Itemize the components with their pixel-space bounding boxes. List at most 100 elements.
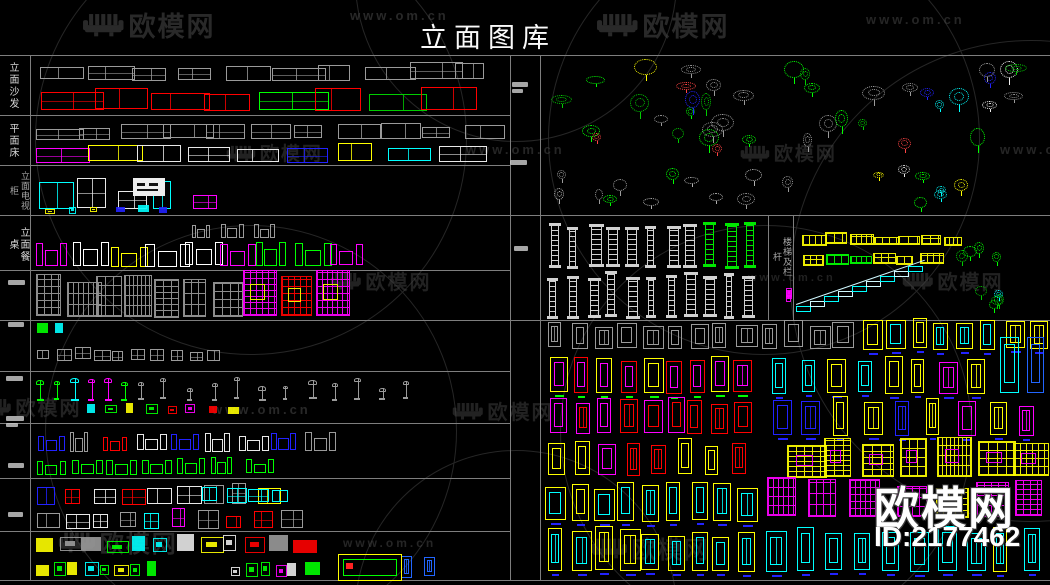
cad-block-tables — [137, 432, 167, 450]
cad-block-lamps — [87, 404, 95, 413]
cad-block-bed — [237, 149, 279, 162]
watermark-logo-text: 欧模网 — [631, 537, 710, 564]
cad-block-doors — [911, 359, 924, 398]
cad-block-misc2 — [147, 561, 156, 576]
cad-block-doors — [617, 482, 634, 526]
cad-block-tables — [103, 435, 127, 451]
cad-block-columns — [646, 277, 656, 318]
cad-block-misc2 — [261, 562, 270, 576]
grid-line — [30, 55, 31, 580]
grid-line — [0, 478, 510, 479]
cad-block-bed — [287, 148, 328, 163]
section-label-bed: 平面床 — [7, 123, 18, 159]
cad-block-electronics — [232, 483, 246, 504]
cad-block-doors — [849, 479, 880, 517]
cad-block-plants — [551, 95, 572, 108]
cad-block-misc1 — [75, 347, 91, 359]
cad-block-sofa — [272, 68, 326, 81]
sofa-logo-icon — [590, 538, 627, 559]
watermark-logo-text: 欧模网 — [128, 12, 216, 42]
cad-block-plants — [745, 169, 762, 186]
grid-line — [0, 320, 1050, 321]
cad-block-doors — [967, 533, 986, 576]
model-id-text: ID:2177462 — [874, 521, 1021, 552]
cad-block-lamps — [35, 380, 45, 401]
cad-block-tables — [246, 458, 274, 473]
cad-block-dining — [192, 224, 210, 238]
cad-block-columns — [588, 278, 601, 318]
cad-block-tv — [116, 207, 125, 212]
cad-block-electronics — [144, 513, 159, 529]
framed-elevation-block — [338, 554, 402, 581]
cad-block-columns — [684, 272, 698, 317]
cad-block-tables — [142, 458, 172, 474]
cad-block-sofa — [318, 65, 350, 81]
grid-line — [0, 115, 510, 116]
cad-block-misc2 — [100, 565, 109, 575]
cad-block-plants — [898, 165, 910, 177]
cad-block-columns — [667, 226, 681, 268]
cad-block-doors — [713, 483, 731, 526]
cad-block-doors — [825, 533, 842, 575]
cad-block-dining — [111, 245, 148, 267]
grid-line — [768, 215, 769, 320]
cad-block-doors — [545, 487, 566, 525]
cad-block-doors — [733, 360, 752, 397]
cad-block-plants — [676, 82, 696, 93]
cad-block-plants — [982, 101, 997, 112]
cad-block-plants — [979, 63, 995, 82]
cad-block-plants — [709, 193, 723, 204]
watermark-logo: 欧模网 — [82, 5, 216, 44]
cad-block-doors — [642, 485, 659, 527]
cad-block-doors — [692, 532, 708, 576]
cad-block-misc2 — [67, 562, 77, 575]
cad-block-doors — [824, 438, 851, 477]
cad-block-plants — [970, 128, 985, 153]
cad-block-tv — [69, 207, 76, 214]
cad-block-cabinet — [183, 279, 206, 317]
tiny-section-label — [514, 246, 528, 251]
cad-block-columns — [625, 227, 639, 267]
cad-block-doors — [980, 320, 995, 355]
tiny-section-label — [8, 512, 23, 517]
section-label-tv-cabinet: 立面电视柜 — [9, 171, 30, 211]
cad-block-lamps — [331, 383, 338, 401]
cad-block-doors — [978, 441, 1016, 476]
cad-block-misc1 — [112, 351, 123, 361]
cad-block-tables — [205, 431, 230, 452]
tiny-section-label — [8, 322, 24, 327]
sofa-logo-icon — [902, 273, 933, 290]
cad-block-doors — [643, 326, 664, 349]
cad-block-plants — [654, 115, 668, 126]
cad-block-dining — [36, 240, 67, 266]
cad-block-doors — [736, 325, 758, 347]
watermark-url-text: www.om.cn — [866, 12, 965, 27]
watermark-logo-text: 欧模网 — [773, 144, 837, 165]
cad-block-doors — [801, 401, 820, 440]
cad-block-doors — [668, 326, 682, 349]
cad-block-plants — [858, 119, 867, 130]
cad-block-lamps — [87, 379, 96, 401]
cad-block-doors — [574, 357, 588, 398]
grid-line — [0, 165, 510, 166]
cad-block-sofa — [88, 66, 135, 80]
cad-block-doors — [711, 404, 728, 434]
cad-block-doors — [678, 438, 692, 474]
cad-block-plants — [711, 114, 734, 137]
cad-block-tv — [193, 195, 217, 209]
cad-block-lamps — [53, 381, 60, 400]
cad-block-tv — [159, 207, 167, 213]
cad-block-lamps — [257, 386, 267, 401]
cad-block-lamps — [378, 388, 387, 400]
brand-watermark-text: 欧模网 — [874, 483, 1016, 534]
watermark-logo-text: 欧模网 — [487, 402, 554, 424]
cad-block-tv — [118, 191, 147, 209]
cad-block-doors — [705, 446, 718, 475]
cad-block-doors — [854, 533, 870, 575]
cad-block-tv — [138, 205, 149, 212]
cad-block-misc2 — [130, 564, 140, 576]
cad-block-misc2 — [305, 562, 320, 575]
cad-block-electronics — [147, 488, 172, 504]
